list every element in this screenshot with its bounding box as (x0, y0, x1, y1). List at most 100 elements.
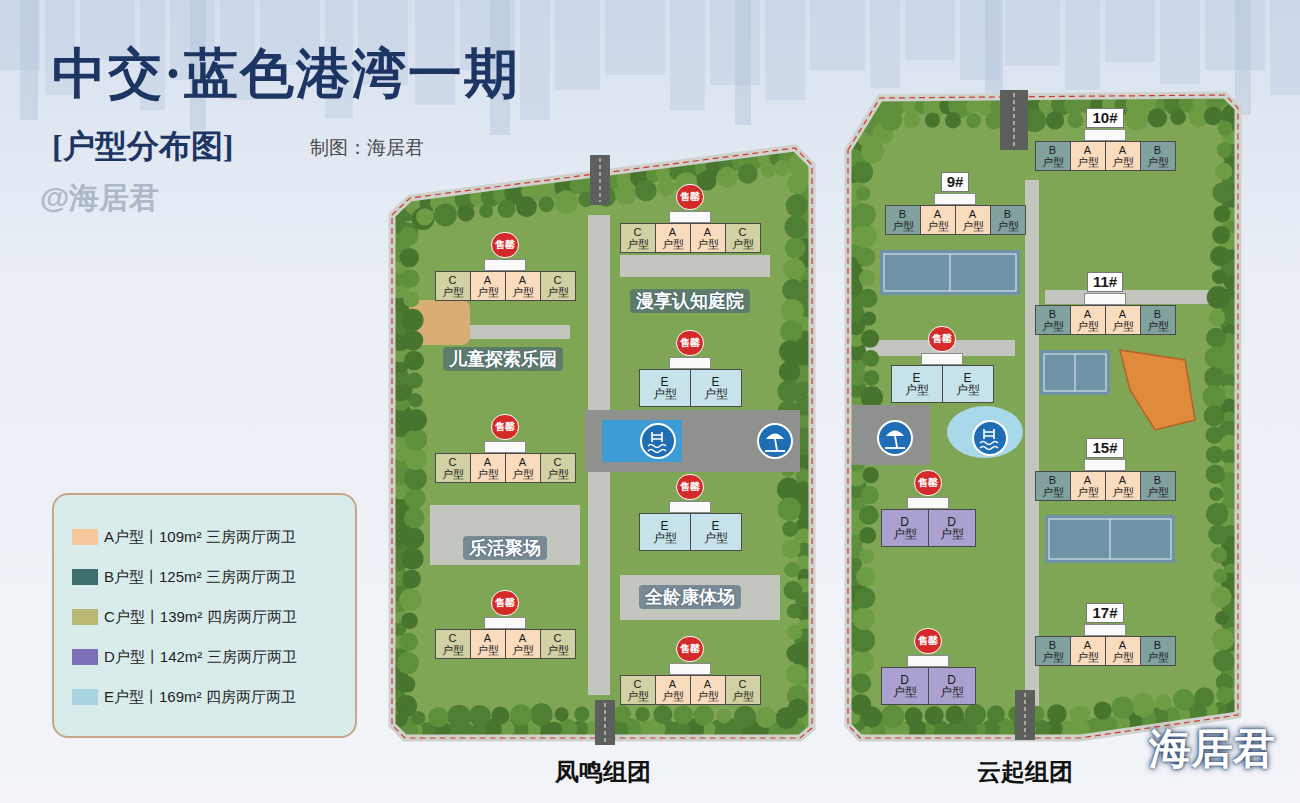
unit-type-label: A 户型 (1112, 639, 1134, 663)
unit-type-label: E 户型 (704, 376, 728, 400)
legend-panel: A户型丨109m² 三房两厅两卫B户型丨125m² 三房两厅两卫 C户型丨139m… (52, 493, 357, 738)
building-core (484, 617, 526, 629)
unit-row: D 户型D 户型 (881, 509, 976, 547)
unit-box: A 户型 (1106, 637, 1140, 665)
unit-box: C 户型 (726, 224, 760, 252)
beach-icon (758, 424, 792, 458)
building: 售罄D 户型D 户型 (881, 628, 976, 705)
unit-box: B 户型 (991, 206, 1025, 234)
unit-type-label: A 户型 (662, 678, 684, 702)
building-number: 15# (1086, 438, 1123, 458)
unit-box: A 户型 (1071, 472, 1105, 500)
unit-row: C 户型A 户型A 户型C 户型 (435, 453, 576, 483)
unit-type-label: C 户型 (627, 678, 649, 702)
unit-box: E 户型 (691, 514, 741, 550)
unit-row: B 户型A 户型A 户型B 户型 (1035, 305, 1176, 335)
legend-swatch (72, 689, 98, 705)
unit-type-label: E 户型 (704, 520, 728, 544)
unit-box: E 户型 (892, 366, 942, 402)
building: 售罄C 户型A 户型A 户型C 户型 (435, 590, 576, 659)
unit-box: A 户型 (471, 272, 505, 300)
building-core (921, 353, 963, 365)
building-core (1084, 624, 1126, 636)
unit-box: B 户型 (886, 206, 920, 234)
unit-box: C 户型 (541, 454, 575, 482)
unit-row: D 户型 D 户型 (881, 667, 976, 705)
building-number: 11# (1087, 272, 1123, 292)
building-core (1084, 293, 1126, 305)
sold-out-badge: 售罄 (676, 636, 704, 662)
building-core (907, 497, 949, 509)
unit-type-label: E 户型 (653, 520, 677, 544)
unit-box: A 户型 (506, 272, 540, 300)
unit-box: D 户型 (882, 668, 928, 704)
watermark: 海居君 (1149, 724, 1275, 774)
building-number: 9# (941, 172, 970, 192)
unit-type-label: A 户型 (512, 632, 534, 656)
unit-row: B 户型A 户型A 户型B 户型 (1035, 471, 1176, 501)
unit-box: E 户型 (943, 366, 993, 402)
unit-type-label: C 户型 (547, 632, 569, 656)
unit-type-label: D 户型 (893, 674, 917, 698)
legend-item: B户型丨125m² 三房两厅两卫 (72, 557, 355, 597)
unit-type-label: B 户型 (1147, 144, 1169, 168)
legend-swatch (72, 609, 98, 625)
unit-type-label: E 户型 (653, 376, 677, 400)
sold-out-badge: 售罄 (914, 470, 942, 496)
building: 售罄C 户型A 户型A 户型C 户型 (435, 414, 576, 483)
unit-box: A 户型 (1071, 306, 1105, 334)
building: 售罄E 户型E 户型 (639, 474, 742, 551)
group-name: 云起组团 (827, 757, 1223, 787)
legend-text: D户型丨142m² 三房两厅两卫 (104, 648, 297, 667)
building-number: 17# (1086, 603, 1123, 623)
legend-swatch (72, 649, 98, 665)
building: 售罄E 户型E 户型 (639, 330, 742, 407)
unit-box: C 户型 (726, 676, 760, 704)
unit-box: C 户型 (621, 224, 655, 252)
building-core (1084, 129, 1126, 141)
unit-box: B 户型 (1036, 142, 1070, 170)
unit-box: B 户型 (1141, 142, 1175, 170)
unit-type-label: A 户型 (1077, 639, 1099, 663)
unit-type-label: D 户型 (940, 674, 964, 698)
building: 售罄C 户型A 户型A 户型C 户型 (620, 184, 761, 253)
unit-box: A 户型 (471, 454, 505, 482)
unit-type-label: C 户型 (547, 274, 569, 298)
unit-type-label: B 户型 (1042, 308, 1064, 332)
building-core (907, 655, 949, 667)
building-core (1084, 459, 1126, 471)
unit-type-label: C 户型 (442, 274, 464, 298)
unit-type-label: B 户型 (892, 208, 914, 232)
legend-item: A户型丨109m² 三房两厅两卫 (72, 517, 355, 557)
unit-box: A 户型 (506, 454, 540, 482)
unit-type-label: D 户型 (893, 516, 917, 540)
unit-type-label: A 户型 (697, 226, 719, 250)
legend-item: C户型丨139m² 四房两厅两卫 (72, 597, 355, 637)
unit-type-label: A 户型 (1112, 308, 1134, 332)
building-number: 10# (1086, 108, 1123, 128)
unit-type-label: C 户型 (442, 632, 464, 656)
building: 15#B 户型A 户型A 户型B 户型 (1035, 438, 1176, 501)
unit-box: A 户型 (1071, 637, 1105, 665)
unit-box: C 户型 (621, 676, 655, 704)
unit-box: A 户型 (656, 676, 690, 704)
unit-type-label: E 户型 (956, 372, 980, 396)
sold-out-badge: 售罄 (491, 232, 519, 258)
legend-text: C户型丨139m² 四房两厅两卫 (104, 608, 297, 627)
unit-type-label: C 户型 (627, 226, 649, 250)
unit-type-label: A 户型 (1112, 474, 1134, 498)
unit-box: E 户型 (640, 514, 690, 550)
unit-box: D 户型 (882, 510, 928, 546)
unit-type-label: B 户型 (1042, 639, 1064, 663)
unit-box: A 户型 (956, 206, 990, 234)
unit-box: B 户型 (1036, 472, 1070, 500)
unit-type-label: B 户型 (1147, 474, 1169, 498)
building: 10#B 户型A 户型A 户型B 户型 (1035, 108, 1176, 171)
unit-type-label: B 户型 (1042, 144, 1064, 168)
unit-box: A 户型 (921, 206, 955, 234)
unit-row: E 户型 E 户型 (639, 369, 742, 407)
group-name: 凤鸣组团 (390, 757, 815, 787)
unit-box: A 户型 (1071, 142, 1105, 170)
building-core (484, 259, 526, 271)
